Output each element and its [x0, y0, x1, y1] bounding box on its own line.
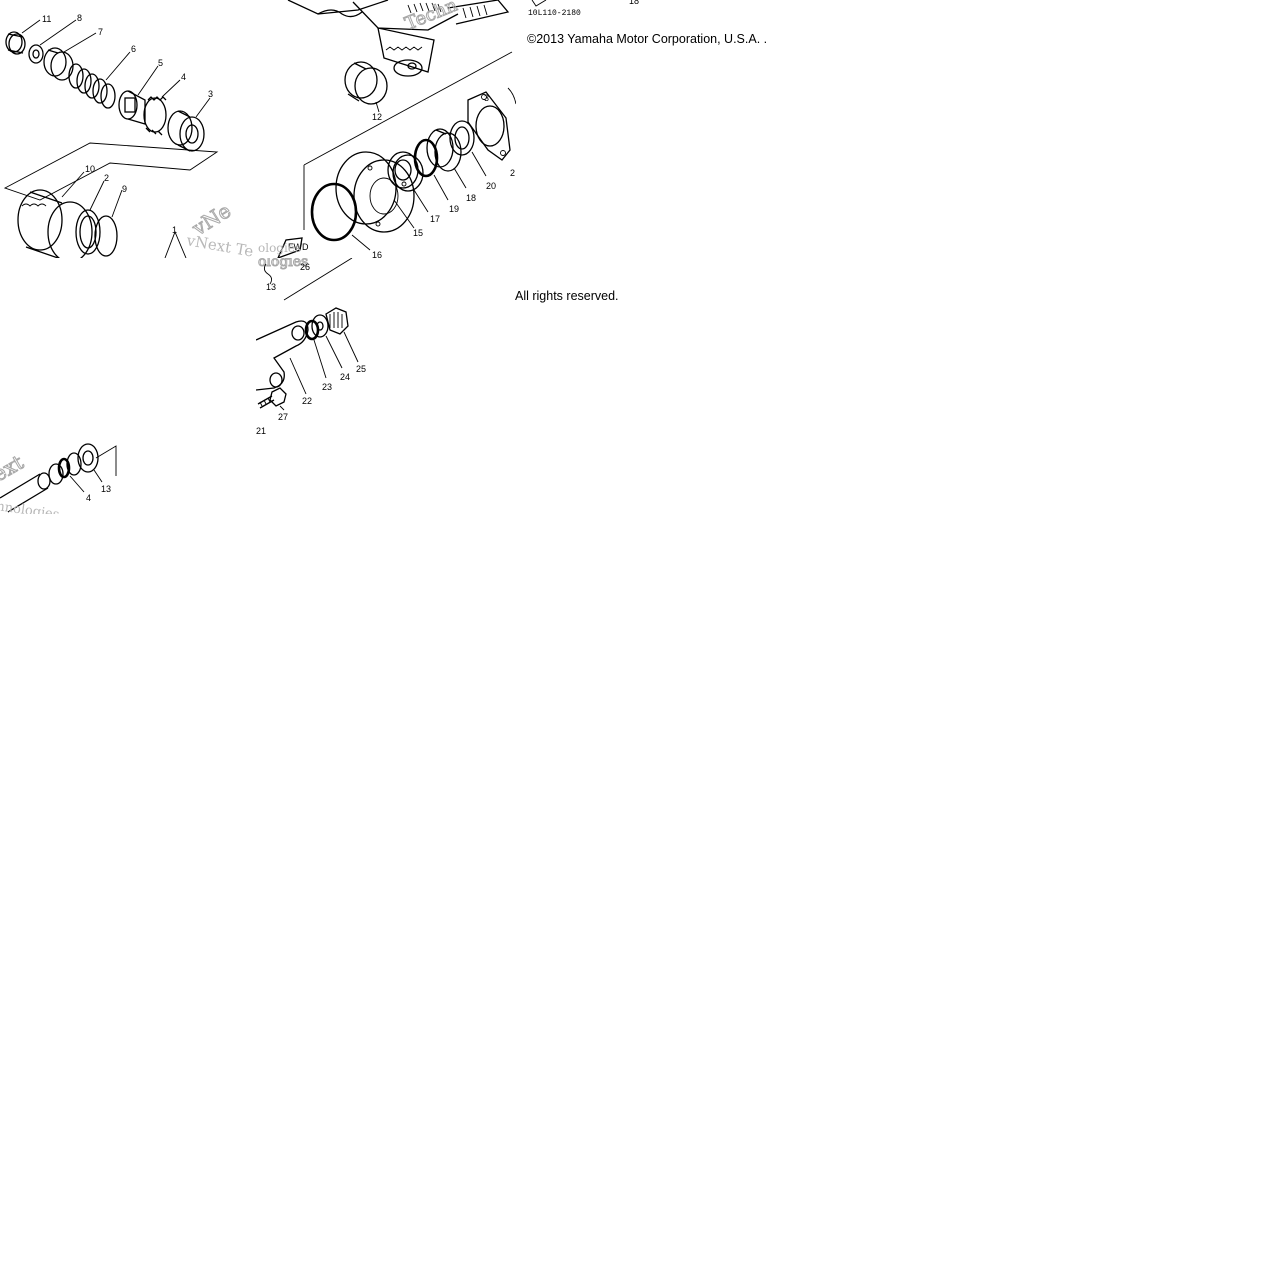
group-bracket: [3, 142, 219, 201]
watermark-text-6: ext: [0, 450, 27, 486]
watermark-text-7: hnologies: [0, 499, 60, 514]
callout-22: 22: [302, 396, 312, 406]
part-27-bolt: [257, 387, 287, 409]
callout-2: 2: [104, 173, 109, 183]
diagram-tile-top-middle: 12 Techn 15 16 17 19: [258, 0, 516, 258]
svg-text:FWD: FWD: [288, 242, 309, 252]
copyright-notice: ©2013 Yamaha Motor Corporation, U.S.A. .: [527, 32, 768, 46]
callout-18: 18: [466, 193, 476, 203]
callout-15: 15: [413, 228, 423, 238]
legal-area-top: 10L110-2180 18: [516, 0, 786, 60]
callout-21: 21: [256, 426, 266, 436]
part-15-housing: [335, 151, 415, 233]
part-23-ring: [304, 319, 320, 341]
lower-ring-b: [57, 457, 71, 479]
part-25-nut: [325, 307, 349, 335]
lower-ring-c: [66, 452, 82, 476]
callout-10: 10: [85, 164, 95, 174]
callout-26: 26: [300, 262, 310, 272]
part-9-oring: [94, 215, 118, 257]
edge-fragment: [507, 87, 516, 105]
callout-2x: 2: [510, 168, 515, 178]
rights-notice: All rights reserved.: [515, 289, 619, 303]
callout-4b: 4: [86, 493, 91, 503]
code-ref-graphic: 10L110-2180 18: [528, 0, 639, 18]
exploded-view-drive-gear-a: 11 8 7 6: [3, 13, 255, 258]
part-13-spring: [263, 263, 273, 285]
part-1-leader: [164, 230, 187, 258]
callout-24: 24: [340, 372, 350, 382]
drive-shaft: [0, 472, 51, 513]
callout-12: 12: [372, 112, 382, 122]
part-16-oring: [310, 182, 358, 242]
diagram-tile-top-left: 11 8 7 6: [0, 0, 258, 258]
code-fragment: 18: [629, 0, 639, 6]
callout-11: 11: [42, 14, 51, 24]
callout-16: 16: [372, 250, 382, 258]
part-22-yoke: [256, 320, 309, 391]
watermark-text-5: ologies: [258, 258, 308, 270]
callout-3: 3: [208, 89, 213, 99]
fwd-arrow-icon: FWD: [277, 237, 309, 258]
part-4-gear: [143, 96, 167, 136]
part-7-collar: [43, 47, 74, 81]
part-2-ring: [75, 209, 101, 255]
pinion-gear-shaft: [287, 0, 510, 77]
callout-25: 25: [356, 364, 366, 374]
exploded-view-drive-gear-e: 4 13 ext hnologies: [0, 443, 117, 514]
part-11-bearing: [5, 31, 26, 55]
callout-27: 27: [278, 412, 288, 422]
callout-20: 20: [486, 181, 496, 191]
part-code: 10L110-2180: [528, 9, 581, 18]
callout-7: 7: [98, 27, 103, 37]
callout-13: 13: [266, 282, 276, 292]
callout-1: 1: [172, 225, 177, 235]
lower-ring-a: [48, 463, 64, 485]
callout-9: 9: [122, 184, 127, 194]
part-10-drum: [17, 189, 93, 258]
part-24-washer: [311, 314, 329, 338]
diagram-tile-middle: ologies 26 13 22 23 24 25: [256, 258, 516, 436]
part-6-spring: [68, 63, 116, 109]
callout-5: 5: [158, 58, 163, 68]
watermark-text-3: ologies: [258, 241, 301, 255]
callout-8: 8: [77, 13, 82, 23]
callout-19: 19: [449, 204, 459, 214]
part-18-bearing: [426, 128, 462, 172]
watermark-text-4: Techn: [402, 0, 461, 35]
part-5-clutch: [118, 90, 146, 125]
exploded-view-drive-gear-d: ologies 26 13 22 23 24 25: [256, 258, 366, 436]
watermark-text-1: vNext Te: [184, 231, 255, 258]
callout-23: 23: [322, 382, 332, 392]
part-12-needle-bearing: [344, 61, 388, 105]
gasket-plate: [467, 91, 511, 161]
part-19-ring: [413, 138, 439, 178]
diagram-tile-lower-left: 4 13 ext hnologies: [0, 436, 118, 514]
callout-6: 6: [131, 44, 136, 54]
part-20-seal: [449, 120, 475, 156]
callout-3x: 3: [484, 93, 489, 103]
lower-washer: [77, 443, 99, 473]
callout-13b: 13: [101, 484, 111, 494]
lower-group-line: [95, 445, 117, 476]
callout-17: 17: [430, 214, 440, 224]
group-line-lower: [283, 258, 353, 301]
callout-4: 4: [181, 72, 186, 82]
exploded-view-drive-gear-b: 12 Techn 15 16 17 19: [258, 0, 516, 258]
group-line-upper: [303, 51, 513, 166]
part-8-washer: [28, 44, 44, 64]
part-3-hub: [167, 110, 205, 152]
